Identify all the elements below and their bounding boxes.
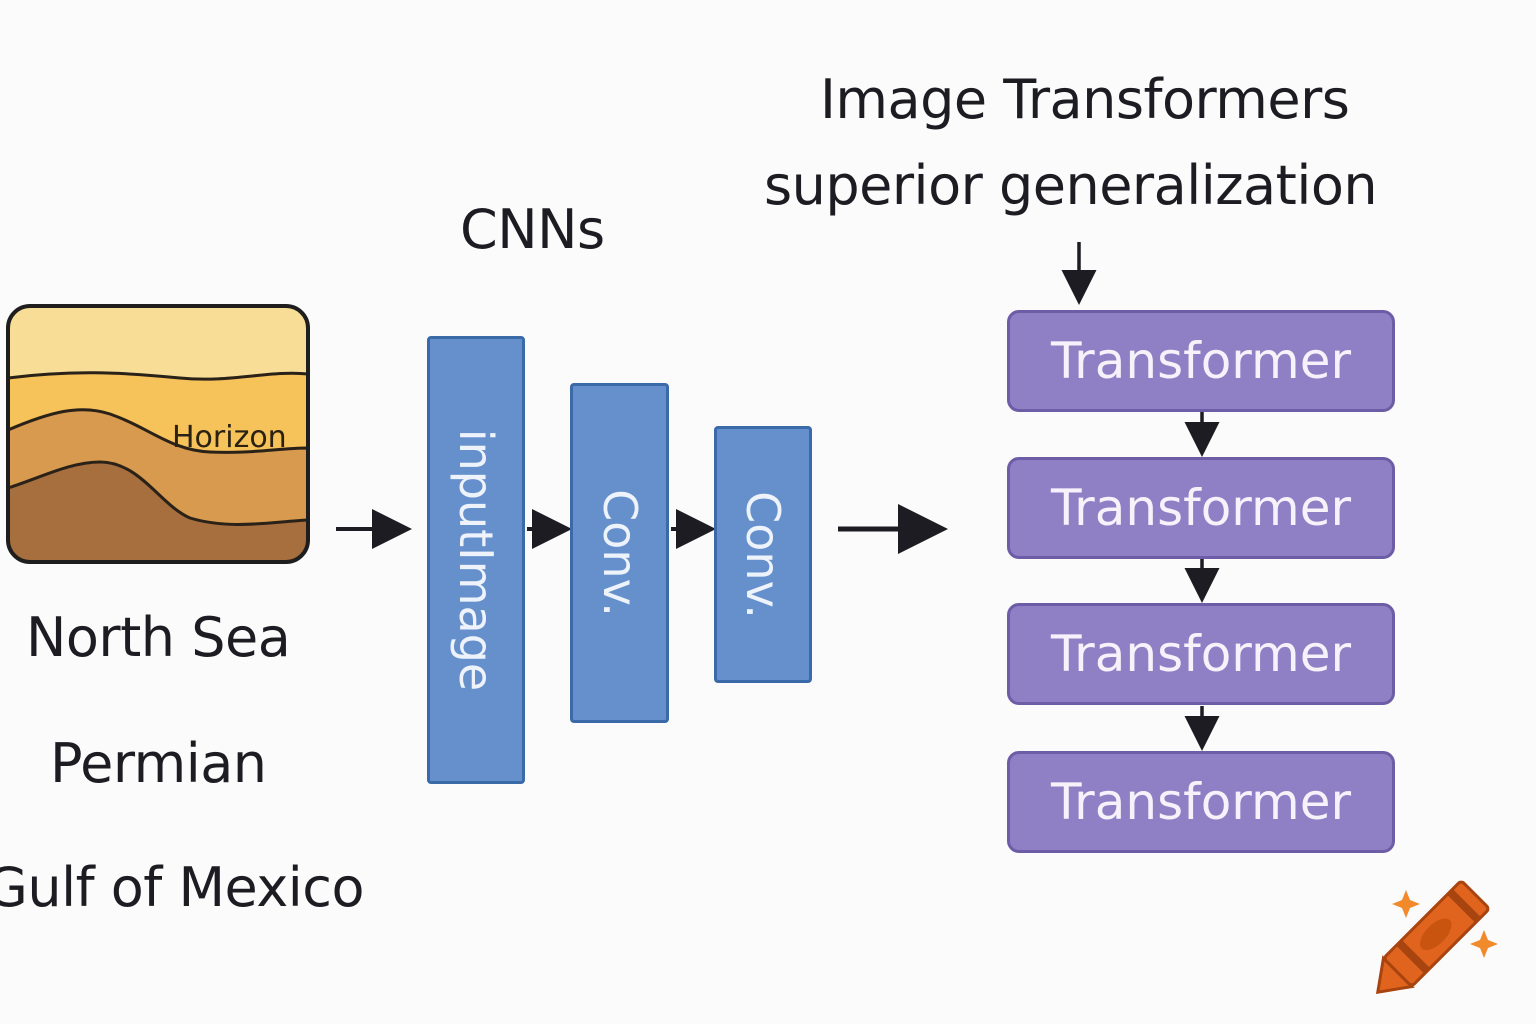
transformer-block-2: Transformer [1007,457,1395,559]
transformer-block-4: Transformer [1007,751,1395,853]
cnn-conv-block-2: Conv. [714,426,812,683]
cnn-conv-label-2: Conv. [736,490,790,619]
seismic-frame [6,304,310,564]
transformer-label-1: Transformer [1050,332,1352,390]
cnn-input-block: inputImage [427,336,525,784]
cnn-title: CNNs [460,198,605,261]
transformer-label-2: Transformer [1050,479,1352,537]
seismic-section-image [8,306,308,562]
crayon-icon [1375,880,1498,995]
cnn-conv-label-1: Conv. [592,489,647,617]
cnn-conv-block-1: Conv. [570,383,669,723]
header-line-2: superior generalization [764,154,1378,217]
transformer-label-4: Transformer [1050,773,1352,831]
transformer-block-1: Transformer [1007,310,1395,412]
header-line-1: Image Transformers [820,68,1350,131]
region-north-sea: North Sea [26,606,291,669]
transformer-block-3: Transformer [1007,603,1395,705]
region-gulf-of-mexico: Gulf of Mexico [0,856,365,919]
region-permian: Permian [50,732,267,795]
cnn-input-label: inputImage [449,428,503,692]
horizon-label: Horizon [172,420,287,455]
transformer-label-3: Transformer [1050,625,1352,683]
